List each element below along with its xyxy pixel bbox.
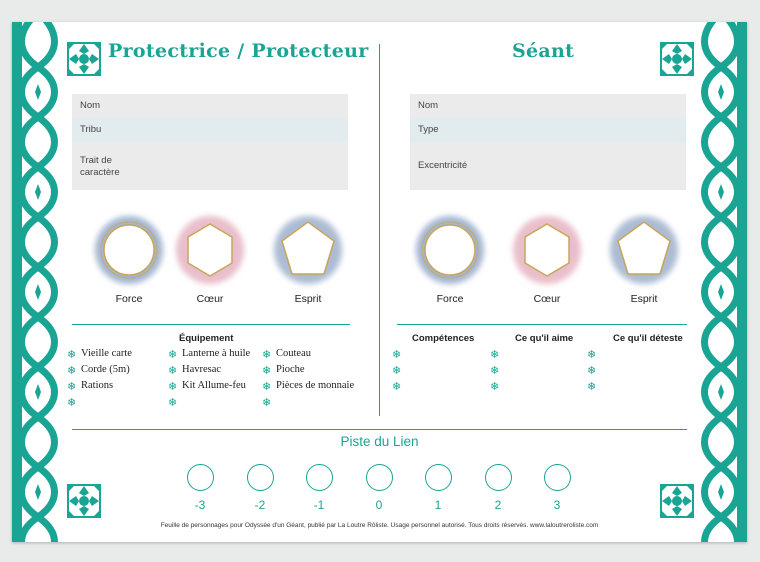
protector-tribe-field[interactable]: Tribu [72,118,348,142]
snowflake-icon: ❄ [262,396,272,409]
bond-track-value: 2 [494,498,502,512]
equipment-item: Havresac [182,364,222,375]
bond-track-value: -3 [194,498,206,512]
equipment-item: Pioche [276,364,305,375]
snowflake-icon[interactable]: ❄ [392,364,402,377]
force-stat-circle[interactable] [410,210,490,290]
bond-track-value: 0 [375,498,383,512]
mosaic-tile-icon [660,484,694,518]
mind-stat-pentagon[interactable] [268,210,348,290]
mind-stat-pentagon[interactable] [604,210,684,290]
track-divider [72,429,687,430]
snowflake-icon[interactable]: ❄ [587,348,597,361]
field-label: Trait de caractère [80,155,120,178]
equipment-heading: Équipement [179,333,234,344]
snowflake-icon[interactable]: ❄ [490,364,500,377]
likes-heading: Ce qu'il aime [515,333,574,344]
heart-stat-hexagon[interactable] [170,210,250,290]
field-label: Type [418,124,439,135]
protector-heart-label: Cœur [196,293,224,305]
snowflake-icon: ❄ [168,380,178,393]
right-wave-border [695,22,747,542]
character-sheet: Protectrice / Protecteur Séant Nom Tribu… [12,22,747,542]
protector-force-label: Force [115,293,143,305]
force-stat-circle[interactable] [89,210,169,290]
heart-stat-hexagon[interactable] [507,210,587,290]
snowflake-icon: ❄ [67,380,77,393]
mosaic-tile-icon [67,484,101,518]
snowflake-icon[interactable]: ❄ [490,380,500,393]
snowflake-icon[interactable]: ❄ [392,348,402,361]
bond-track-circle[interactable] [306,464,333,491]
bond-track-value: -2 [254,498,266,512]
equipment-item: Corde (5m) [81,364,130,375]
giant-force-label: Force [436,293,464,305]
snowflake-icon: ❄ [168,364,178,377]
snowflake-icon[interactable]: ❄ [587,364,597,377]
snowflake-icon[interactable]: ❄ [392,380,402,393]
mosaic-tile-icon [67,42,101,76]
snowflake-icon: ❄ [67,396,77,409]
bond-track-circle[interactable] [247,464,274,491]
bond-track-circle[interactable] [485,464,512,491]
equipment-item: Kit Allume-feu [182,380,246,391]
giant-eccentricity-field[interactable]: Excentricité [410,142,686,190]
equipment-item: Pièces de monnaie [276,380,355,391]
giant-mind-label: Esprit [630,293,658,305]
protector-mind-label: Esprit [294,293,322,305]
dislikes-heading: Ce qu'il déteste [613,333,683,344]
snowflake-icon: ❄ [262,348,272,361]
field-label: Tribu [80,124,102,135]
bond-track-circle[interactable] [366,464,393,491]
left-wave-border [12,22,64,542]
bond-track-circle[interactable] [544,464,571,491]
bond-track-value: 1 [434,498,442,512]
protector-name-field[interactable]: Nom [72,94,348,118]
bond-track-value: -1 [313,498,325,512]
snowflake-icon: ❄ [262,364,272,377]
equipment-item: Vieille carte [81,348,132,359]
section-divider [397,324,687,325]
mosaic-tile-icon [660,42,694,76]
equipment-item: Couteau [276,348,311,359]
snowflake-icon: ❄ [67,364,77,377]
column-divider [379,44,380,416]
bond-track-value: 3 [553,498,561,512]
bond-track-circle[interactable] [425,464,452,491]
protector-trait-field[interactable]: Trait de caractère [72,142,348,190]
footer-credits: Feuille de personnages pour Odyssée d'un… [160,522,599,529]
bond-track-title: Piste du Lien [340,434,419,449]
snowflake-icon: ❄ [168,348,178,361]
giant-type-field[interactable]: Type [410,118,686,142]
bond-track-circle[interactable] [187,464,214,491]
equipment-item: Rations [81,380,114,391]
giant-title: Séant [512,40,575,62]
giant-heart-label: Cœur [533,293,561,305]
snowflake-icon: ❄ [262,380,272,393]
section-divider [72,324,350,325]
equipment-item: Lanterne à huile [182,348,251,359]
giant-name-field[interactable]: Nom [410,94,686,118]
field-label: Nom [418,100,439,111]
protector-title: Protectrice / Protecteur [108,40,369,62]
snowflake-icon: ❄ [67,348,77,361]
field-label: Excentricité [418,160,468,171]
snowflake-icon[interactable]: ❄ [490,348,500,361]
skills-heading: Compétences [412,333,475,344]
field-label: Nom [80,100,101,111]
snowflake-icon[interactable]: ❄ [587,380,597,393]
snowflake-icon: ❄ [168,396,178,409]
